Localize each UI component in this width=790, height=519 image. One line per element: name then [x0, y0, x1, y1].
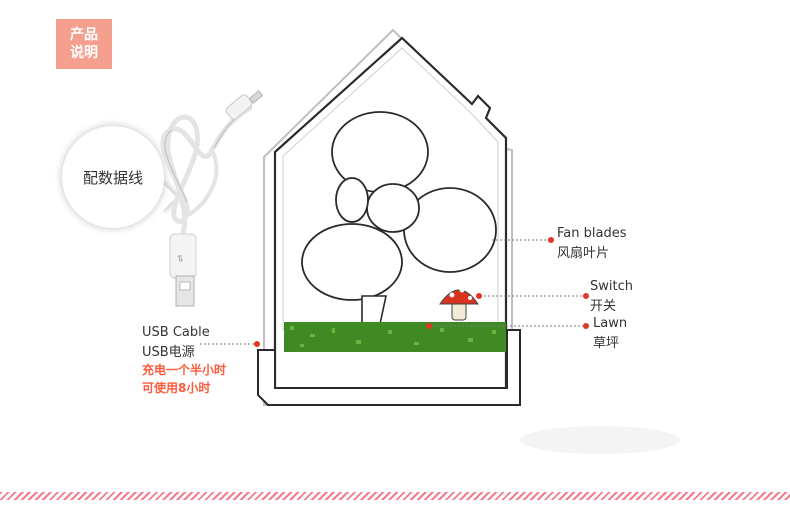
switch-label-en: Switch [590, 279, 633, 294]
fan-blades-label-en: Fan blades [557, 226, 627, 241]
mushroom-switch-icon [439, 287, 479, 321]
badge-line-1: 产品 [70, 27, 98, 43]
planter-box [257, 329, 521, 406]
usb-cable-label-cn: USB电源 [142, 345, 195, 360]
leader-lines [200, 239, 586, 345]
fan-blades-label-cn: 风扇叶片 [557, 246, 610, 261]
product-info-badge: 产品 说明 [56, 19, 112, 69]
speech-bubble [62, 126, 164, 228]
bottom-divider-stripe [0, 492, 790, 500]
leader-dots [254, 237, 589, 347]
switch-label-cn: 开关 [590, 299, 617, 314]
dc-plug-icon [225, 90, 264, 120]
lawn-end-dot [583, 323, 589, 329]
lawn-icon [284, 322, 506, 352]
svg-text:⇌: ⇌ [176, 254, 186, 262]
usb-cable-label-en: USB Cable [142, 325, 210, 340]
switch-leader-dot [476, 293, 482, 299]
house-inner-edge [282, 47, 499, 331]
usb-leader-dot [254, 341, 260, 347]
usb-cable-illustration [160, 105, 253, 241]
lawn-label-en: Lawn [593, 316, 628, 331]
reflection-shadow [520, 426, 680, 454]
fan-blades-icon [301, 111, 497, 301]
charge-note-line-1: 充电一个半小时 [142, 363, 227, 377]
switch-end-dot [583, 293, 589, 299]
badge-line-2: 说明 [70, 45, 98, 61]
fan-leader-dot [548, 237, 554, 243]
charge-note-line-2: 可使用8小时 [142, 381, 211, 395]
lawn-leader-dot [426, 323, 432, 329]
usb-plug-icon: ⇌ [169, 233, 197, 307]
lawn-label-cn: 草坪 [593, 336, 620, 351]
speech-bubble-text: 配数据线 [82, 168, 143, 187]
lawn-texture [290, 326, 496, 347]
